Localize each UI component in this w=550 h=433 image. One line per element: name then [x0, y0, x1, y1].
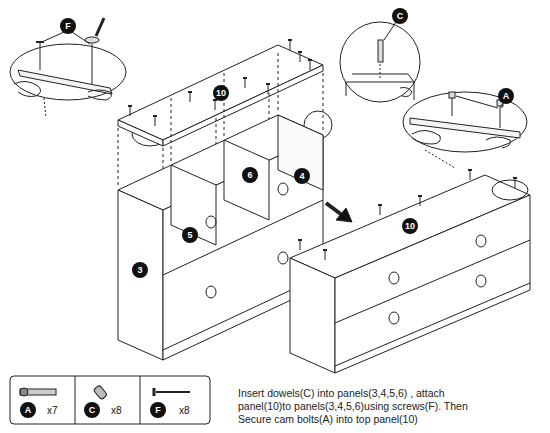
callout-number: A — [498, 88, 514, 104]
callout-number: C — [392, 8, 408, 24]
screw-head — [243, 77, 247, 79]
screw — [470, 170, 471, 180]
screw-head — [513, 177, 517, 179]
screw-head — [128, 105, 132, 107]
screw — [290, 40, 291, 50]
screw — [420, 196, 421, 206]
screw — [215, 100, 216, 110]
instruction-caption: Insert dowels(C) into panels(3,4,5,6) , … — [238, 387, 488, 426]
screw — [155, 116, 156, 126]
quantity-label: x8 — [178, 405, 191, 416]
screw — [300, 240, 301, 250]
screw-head — [288, 39, 292, 41]
callout-number: 10 — [213, 85, 229, 101]
callout-number: 4 — [294, 168, 310, 184]
screw-head — [308, 59, 312, 61]
callout-number: 5 — [182, 227, 198, 243]
screw-head — [378, 204, 382, 206]
callout-number: F — [60, 18, 76, 34]
screw — [310, 60, 311, 70]
callout-number: 10 — [402, 218, 418, 234]
screw-head — [298, 239, 302, 241]
quantity-label: x7 — [46, 405, 59, 416]
callout-number: 3 — [132, 262, 148, 278]
screw — [190, 92, 191, 102]
screw — [380, 205, 381, 215]
callout-number: F — [150, 402, 166, 418]
screw — [130, 106, 131, 116]
screw — [300, 52, 301, 62]
callout-number: A — [20, 402, 36, 418]
screw — [268, 84, 269, 94]
screw-head — [323, 249, 327, 251]
screw-head — [153, 115, 157, 117]
quantity-label: x8 — [110, 405, 123, 416]
screw-head — [468, 169, 472, 171]
screw-head — [188, 91, 192, 93]
screw — [245, 78, 246, 88]
callout-number: 6 — [242, 167, 258, 183]
screw-head — [298, 51, 302, 53]
screw — [515, 178, 516, 188]
callout-number: C — [84, 402, 100, 418]
screw — [325, 250, 326, 260]
screw-head — [266, 83, 270, 85]
screw-head — [418, 195, 422, 197]
